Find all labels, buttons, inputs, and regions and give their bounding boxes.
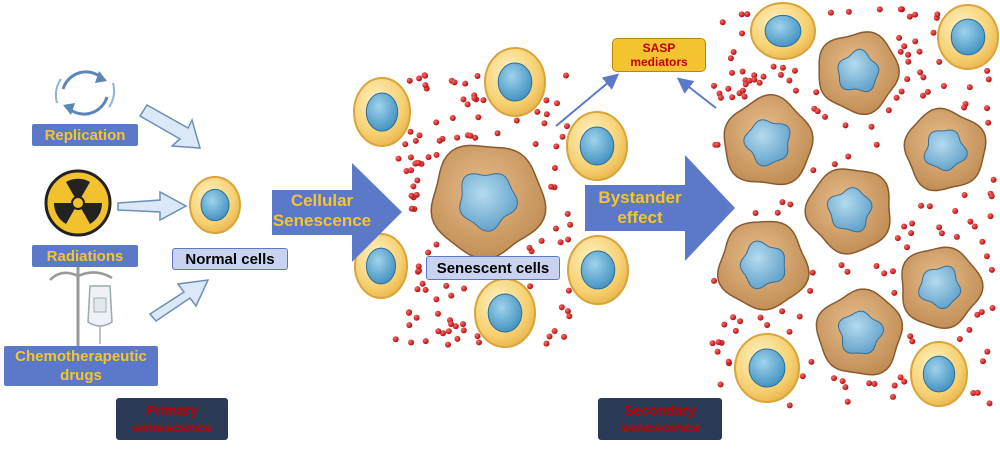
secondary-senescence-label: Secondary senescence <box>598 398 722 440</box>
senescent-cell <box>818 31 900 116</box>
normal-cell <box>353 77 411 147</box>
chemo-arrow <box>148 279 210 322</box>
senescent-cell <box>804 168 891 255</box>
cellular-senescence-label: Cellular Senescence <box>272 191 372 230</box>
bystander-effect-arrow <box>585 155 735 261</box>
senescent-cells-label: Senescent cells <box>426 256 560 280</box>
cycle-icon <box>54 70 116 116</box>
normal-cell <box>750 2 816 60</box>
iv-drip-icon <box>49 262 113 348</box>
normal-cell <box>474 278 536 348</box>
senescent-cells-group <box>430 31 987 376</box>
normal-cell <box>734 333 800 403</box>
cellular-senescence-arrow <box>272 163 402 262</box>
senescent-cell <box>815 288 904 376</box>
normal-cell <box>910 341 968 407</box>
chemotherapeutic-drugs-label: Chemotherapeutic drugs <box>4 346 158 386</box>
radiations-label: Radiations <box>32 245 138 267</box>
senescent-cell <box>901 246 984 330</box>
replication-label: Replication <box>32 124 138 146</box>
sasp-dots <box>392 6 997 409</box>
senescent-cell <box>903 107 987 192</box>
normal-cells-group <box>189 2 999 407</box>
cause-arrows <box>117 103 210 322</box>
senescent-cell <box>430 144 547 260</box>
radiations-arrow <box>117 190 188 222</box>
primary-senescence-label: Primary senescence <box>116 398 228 440</box>
sasp-arrow-right <box>676 77 717 109</box>
normal-cell <box>484 47 546 117</box>
normal-cell <box>566 111 628 181</box>
replication-arrow <box>138 103 202 149</box>
radiation-icon <box>44 169 112 237</box>
normal-cell <box>354 233 408 299</box>
sasp-arrow-left <box>555 73 620 127</box>
normal-cell <box>567 235 629 305</box>
senescent-cell <box>716 220 810 311</box>
normal-cells-label: Normal cells <box>172 248 288 270</box>
normal-cell <box>937 4 999 70</box>
senescent-cell <box>723 93 814 186</box>
bystander-effect-label: Bystander effect <box>598 188 682 227</box>
normal-cell <box>189 176 241 234</box>
sasp-mediators-label: SASP mediators <box>612 38 706 72</box>
